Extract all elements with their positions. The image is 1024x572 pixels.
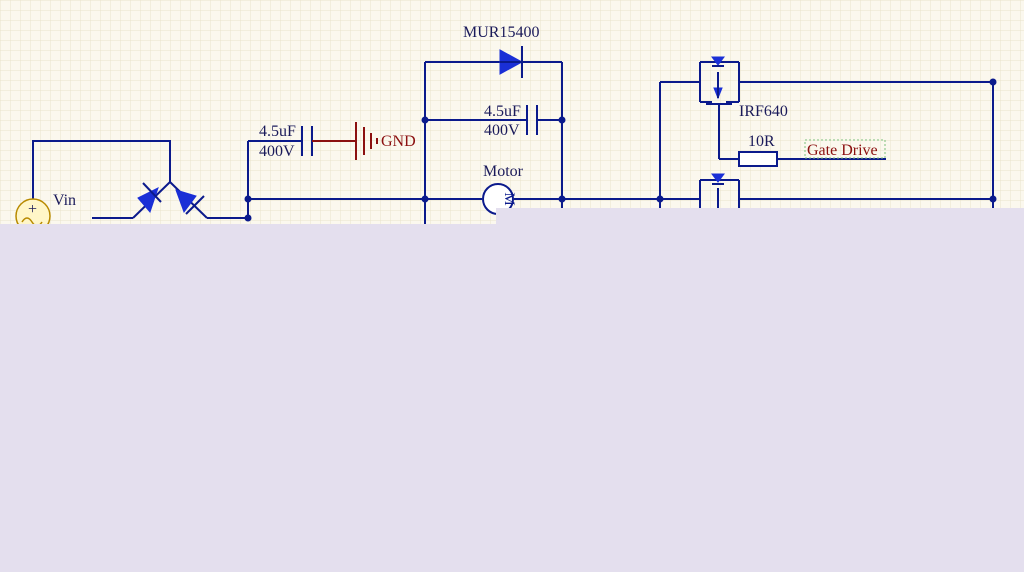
motor-label: Motor [483, 163, 524, 180]
capacitor-c2[interactable] [526, 105, 538, 135]
junction-dots [244, 78, 997, 222]
mosfet-q1[interactable] [699, 56, 740, 105]
bridge-rectifier[interactable] [132, 181, 208, 219]
cap1-value-label: 4.5uF [259, 123, 296, 140]
resistor-10r[interactable] [738, 151, 778, 167]
cap2-voltage-label: 400V [484, 122, 520, 139]
diode-d2-body [175, 189, 197, 214]
mosfet-q2[interactable] [699, 173, 740, 210]
motor-symbol: M [501, 192, 517, 205]
source-plus-sign: + [28, 201, 37, 218]
gate-drive-label: Gate Drive [807, 142, 878, 159]
vin-label: Vin [53, 192, 76, 209]
diode-mur15400[interactable] [499, 46, 524, 78]
right-overlay [496, 208, 1024, 224]
mosfet-label: IRF640 [739, 103, 788, 120]
lower-overlay [0, 224, 1024, 572]
cap2-value-label: 4.5uF [484, 103, 521, 120]
ground-symbol[interactable] [312, 122, 378, 160]
diode-label: MUR15400 [463, 24, 539, 41]
cap1-voltage-label: 400V [259, 143, 295, 160]
gnd-label: GND [381, 133, 416, 150]
gate-drive-net[interactable]: Gate Drive [804, 139, 886, 159]
resistor-label: 10R [748, 133, 775, 150]
